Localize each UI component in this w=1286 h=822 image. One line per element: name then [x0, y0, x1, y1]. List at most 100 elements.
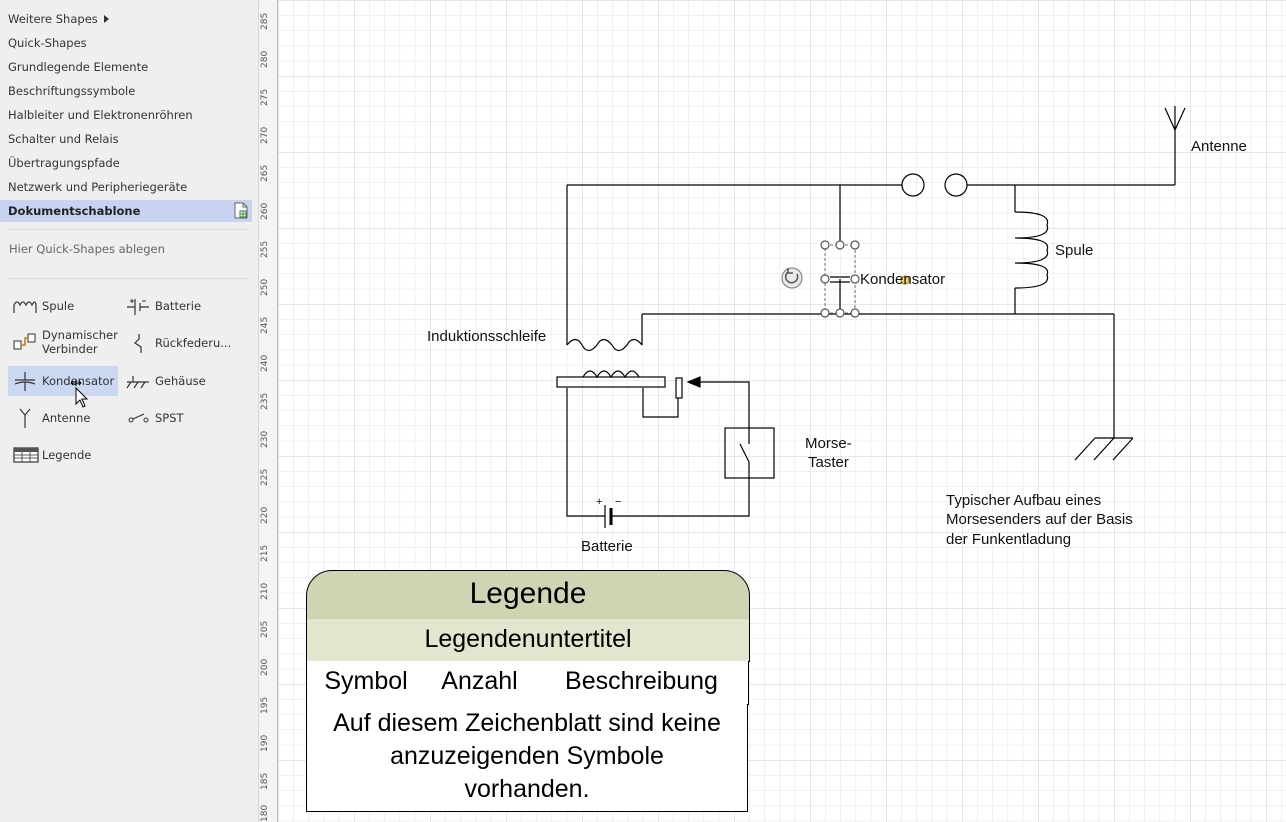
category-label: Halbleiter und Elektronenröhren — [8, 108, 193, 122]
document-template-icon — [234, 202, 248, 219]
shape-gehaeuse[interactable]: Gehäuse — [121, 366, 231, 396]
divider — [8, 229, 248, 230]
category-grundlegende-elemente[interactable]: Grundlegende Elemente — [0, 56, 252, 78]
ruler-tick: 270 — [260, 126, 270, 144]
shape-rueckfederung[interactable]: Rückfederu... — [121, 328, 241, 358]
vertical-ruler: 285 280 275 270 265 260 255 250 245 240 … — [259, 0, 278, 822]
ruler-tick: 205 — [260, 620, 270, 638]
ground-chassis — [1074, 437, 1134, 461]
category-quick-shapes[interactable]: Quick-Shapes — [0, 32, 252, 54]
ruler-tick: 275 — [260, 88, 270, 106]
ruler-tick: 190 — [260, 734, 270, 752]
category-uebertragungspfade[interactable]: Übertragungspfade — [0, 152, 252, 174]
ruler-tick: 180 — [260, 804, 270, 822]
label-spule: Spule — [1055, 242, 1094, 259]
legend-icon — [13, 447, 39, 463]
ruler-tick: 195 — [260, 696, 270, 714]
ruler-tick: 225 — [260, 468, 270, 486]
category-halbleiter[interactable]: Halbleiter und Elektronenröhren — [0, 104, 252, 126]
shape-spst[interactable]: SPST — [121, 403, 231, 433]
legend-shape[interactable]: Legende Legendenuntertitel Symbol Anzahl… — [306, 570, 750, 813]
label-morse: Morse- — [805, 435, 852, 452]
ruler-tick: 200 — [260, 658, 270, 676]
ruler-tick: 215 — [260, 544, 270, 562]
divider — [8, 278, 248, 279]
chevron-right-icon — [104, 15, 109, 23]
label-batterie: Batterie — [581, 538, 633, 555]
shape-label-line2: Verbinder — [42, 342, 98, 356]
category-beschriftungssymbole[interactable]: Beschriftungssymbole — [0, 80, 252, 102]
legend-title: Legende — [306, 570, 750, 620]
label-taster: Taster — [808, 454, 849, 471]
circuit-wires — [566, 130, 1176, 517]
chassis-icon — [126, 376, 149, 389]
dynamic-connector-icon — [13, 333, 36, 350]
ruler-tick: 245 — [260, 316, 270, 334]
battery-minus-sign: − — [615, 496, 622, 508]
ruler-tick: 250 — [260, 278, 270, 296]
shape-batterie[interactable]: Batterie — [121, 291, 231, 321]
category-netzwerk[interactable]: Netzwerk und Peripheriegeräte — [0, 176, 252, 198]
drag-cursor-icon — [70, 380, 89, 408]
category-label: Beschriftungssymbole — [8, 84, 136, 98]
category-label: Dokumentschablone — [8, 204, 141, 218]
induction-loop-coil — [566, 338, 643, 352]
category-weitere-shapes[interactable]: Weitere Shapes — [0, 8, 252, 30]
ruler-tick: 210 — [260, 582, 270, 600]
ruler-tick: 280 — [260, 50, 270, 68]
spst-switch-icon — [128, 413, 149, 423]
legend-subtitle: Legendenuntertitel — [306, 619, 750, 662]
category-schalter-relais[interactable]: Schalter und Relais — [0, 128, 252, 150]
label-induktionsschleife: Induktionsschleife — [427, 328, 547, 345]
legend-body-line1: Auf diesem Zeichenblatt sind keine — [333, 709, 721, 737]
coil-icon — [13, 301, 37, 313]
category-label: Netzwerk und Peripheriegeräte — [8, 180, 188, 194]
quick-shapes-drop-hint: Hier Quick-Shapes ablegen — [9, 242, 165, 256]
legend-col-symbol: Symbol — [306, 661, 426, 705]
shape-kondensator[interactable]: Kondensator — [8, 366, 118, 396]
category-label: Weitere Shapes — [8, 12, 98, 26]
antenna-icon — [19, 408, 31, 428]
category-label: Schalter und Relais — [8, 132, 119, 146]
morse-key — [724, 427, 775, 479]
ruler-tick: 185 — [260, 772, 270, 790]
description-line2: Morsesenders auf der Basis — [946, 511, 1133, 528]
spring-return-icon — [134, 334, 142, 353]
description-line3: der Funkentladung — [946, 531, 1072, 548]
label-antenne: Antenne — [1191, 138, 1247, 155]
shape-legende[interactable]: Legende — [8, 440, 118, 470]
legend-col-count: Anzahl — [424, 661, 536, 705]
shape-label: Gehäuse — [155, 374, 206, 388]
category-label: Quick-Shapes — [8, 36, 87, 50]
shape-label: Spule — [42, 299, 75, 313]
ruler-tick: 255 — [260, 240, 270, 258]
shape-spule[interactable]: Spule — [8, 291, 120, 321]
shape-label: Rückfederu... — [155, 336, 232, 350]
shape-label: Kondensator — [42, 374, 115, 388]
category-dokumentschablone[interactable]: Dokumentschablone — [0, 200, 252, 222]
category-label: Übertragungspfade — [8, 156, 120, 170]
coil-spule — [1014, 211, 1049, 289]
shape-label: SPST — [155, 411, 184, 425]
label-kondensator: Kondensator — [860, 271, 946, 288]
shape-label-line1: Dynamischer — [42, 328, 118, 342]
ruler-tick: 240 — [260, 354, 270, 372]
shape-label: Batterie — [155, 299, 202, 313]
ruler-tick: 285 — [260, 12, 270, 30]
battery-icon — [127, 299, 149, 315]
category-label: Grundlegende Elemente — [8, 60, 149, 74]
relay-core — [556, 370, 701, 399]
ruler-tick: 230 — [260, 430, 270, 448]
antenna-symbol — [1164, 106, 1186, 131]
ruler-tick: 265 — [260, 164, 270, 182]
shape-label: Legende — [42, 448, 92, 462]
ruler-tick: 260 — [260, 202, 270, 220]
legend-col-description: Beschreibung — [535, 661, 749, 705]
capacitor-icon — [14, 372, 36, 391]
shape-antenne[interactable]: Antenne — [8, 403, 118, 433]
battery-plus-sign: + — [596, 496, 603, 508]
rotation-handle-icon[interactable] — [781, 267, 803, 289]
ruler-tick: 235 — [260, 392, 270, 410]
